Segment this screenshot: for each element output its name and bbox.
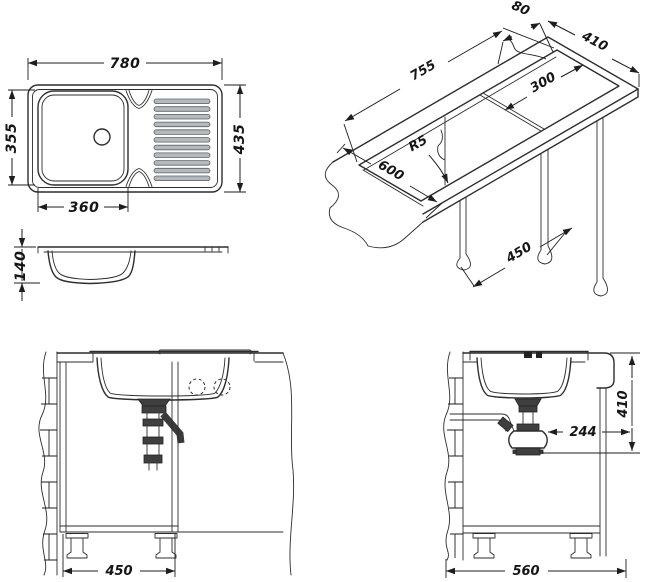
- vent-hole: [188, 378, 206, 396]
- leg: [472, 533, 496, 559]
- dim-355-label: 355: [4, 123, 20, 154]
- dim-450-front-label: 450: [104, 564, 132, 579]
- brick-wall-front: [38, 351, 58, 576]
- tailpipe: [522, 411, 534, 425]
- bowl-outline: [37, 90, 129, 186]
- countertop: [324, 36, 639, 249]
- dim-140: 140: [13, 229, 40, 301]
- sink-outer-outline: [27, 84, 223, 193]
- trap-flange: [515, 447, 541, 456]
- sink-inner-rim: [32, 89, 218, 188]
- dim-300: 300: [504, 64, 584, 111]
- side-view: 410 244 560: [443, 350, 640, 579]
- drainboard-ridges: [153, 98, 211, 181]
- dim-435: 435: [224, 84, 248, 193]
- leg: [154, 533, 178, 559]
- dim-780-label: 780: [110, 56, 141, 72]
- dim-410-iso: 410: [506, 20, 640, 87]
- dim-560: 560: [445, 559, 627, 579]
- cabinet-left-wall: [59, 361, 67, 533]
- dim-450-front: 450: [62, 534, 176, 579]
- dim-355: 355: [4, 89, 35, 186]
- cabinet-front-panel: [599, 387, 607, 557]
- drain-nut: [141, 405, 167, 414]
- bowl-section: [47, 250, 136, 285]
- dim-244: 244: [548, 425, 630, 440]
- isometric-view: 755 300 80 410 600: [324, 0, 640, 297]
- cutout: [358, 49, 620, 207]
- trap-side: [449, 398, 548, 456]
- top-view: 780 435 355 360: [4, 56, 248, 216]
- sink-section-side: [469, 350, 589, 399]
- leg: [569, 533, 593, 559]
- faucet-hole-mark: [536, 352, 542, 358]
- countertop-side: [462, 352, 615, 389]
- dim-80: 80: [497, 0, 554, 65]
- dim-410-side: 410: [542, 352, 640, 454]
- dim-435-label: 435: [232, 124, 248, 156]
- dim-360: 360: [37, 188, 129, 216]
- drain-hole: [93, 128, 111, 146]
- drain-flange: [137, 398, 171, 407]
- break-line-wavy: [324, 161, 424, 249]
- legs-side: [472, 533, 593, 559]
- dim-410-side-label: 410: [616, 390, 631, 418]
- dim-450-iso-label: 450: [503, 240, 535, 267]
- drain-flange: [514, 398, 542, 407]
- dim-560-label: 560: [512, 564, 539, 579]
- overflow-hose: [160, 411, 185, 444]
- cabinet-bottom-rail: [59, 525, 284, 533]
- bottle-trap: [508, 430, 548, 449]
- wavy-extension: [506, 37, 547, 60]
- cabinet-bottom-rail: [462, 525, 601, 534]
- dim-450-iso: 450: [460, 227, 573, 288]
- profile-view: 140: [13, 229, 229, 301]
- bowl-drainboard-transition: [125, 90, 153, 187]
- countertop-front: [56, 349, 295, 576]
- legs-front: [65, 533, 178, 559]
- brick-wall-side: [443, 351, 464, 561]
- waste-pipe-to-wall: [449, 413, 503, 421]
- pipe-nut: [497, 416, 514, 433]
- cabinet-panels-below: [456, 117, 608, 297]
- dim-410-iso-label: 410: [578, 29, 610, 55]
- break-line-right: [282, 352, 295, 576]
- cabinet-front: [59, 361, 284, 533]
- dim-140-label: 140: [13, 251, 29, 282]
- divider-through-cutout: [437, 92, 545, 186]
- sink-section-front: [89, 350, 259, 401]
- dim-755-label: 755: [408, 58, 439, 85]
- front-view: 450: [38, 349, 295, 579]
- vent-hole: [213, 378, 231, 396]
- rim-details: [37, 246, 229, 254]
- faucet-hole-mark: [524, 352, 532, 358]
- dim-360-label: 360: [69, 200, 100, 216]
- cabinet-side: [462, 387, 607, 557]
- dim-80-label: 80: [509, 0, 532, 19]
- leg: [65, 533, 89, 559]
- dim-244-label: 244: [569, 425, 596, 440]
- dim-780: 780: [27, 56, 223, 80]
- dim-300-label: 300: [528, 70, 559, 97]
- cabinet-divider: [171, 361, 179, 533]
- drain-trap-front: [137, 398, 185, 471]
